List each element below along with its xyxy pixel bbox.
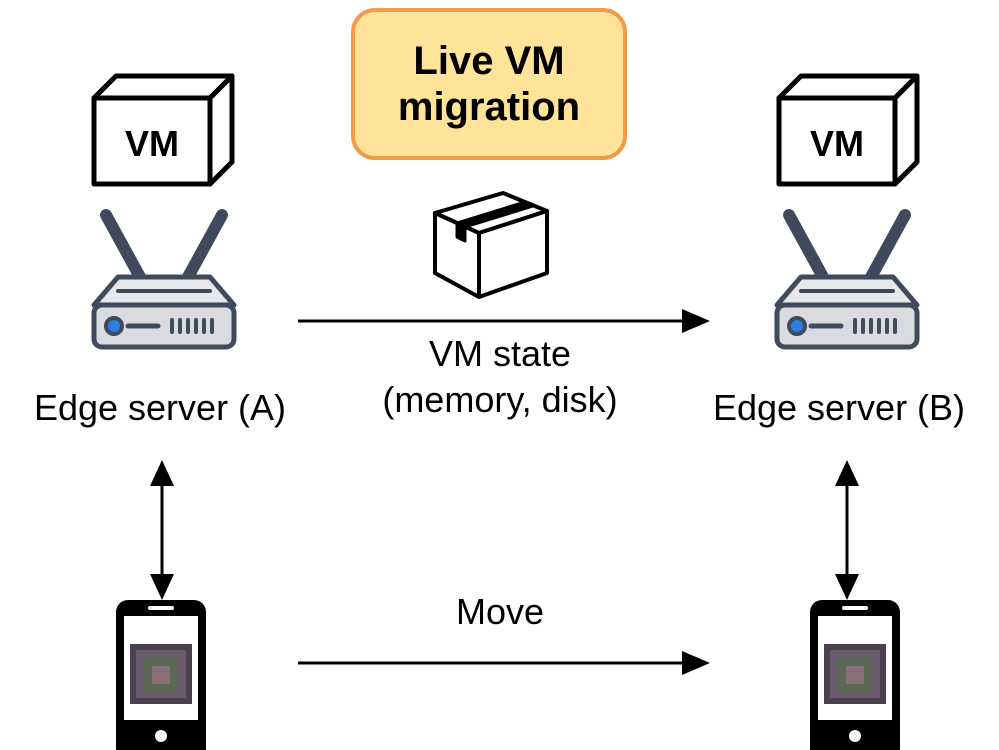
transfer-label-line-1: VM state: [428, 333, 572, 374]
router-icon-left: [91, 209, 237, 350]
move-label: Move: [455, 591, 545, 632]
smartphone-icon-right: [810, 600, 900, 750]
transfer-label-line-2: (memory, disk): [382, 379, 618, 420]
vm-cube-icon-right: [776, 73, 920, 187]
badge-text: Live VM migration: [355, 38, 623, 130]
server-label-left: Edge server (A): [33, 387, 287, 428]
live-vm-migration-badge: Live VM migration: [351, 8, 627, 160]
link-arrow-left: [150, 460, 174, 600]
vm-cube-icon-left: [91, 73, 235, 187]
badge-line-1: Live VM: [413, 39, 565, 83]
badge-line-2: migration: [397, 85, 581, 129]
box-icon: [433, 191, 549, 299]
link-arrow-right: [835, 460, 859, 600]
vm-label-right: VM: [810, 123, 864, 164]
transfer-arrow: [298, 309, 710, 333]
smartphone-icon-left: [116, 600, 206, 750]
move-arrow: [298, 651, 710, 675]
server-label-right: Edge server (B): [712, 387, 966, 428]
vm-label-left: VM: [125, 123, 179, 164]
router-icon-right: [774, 209, 920, 350]
